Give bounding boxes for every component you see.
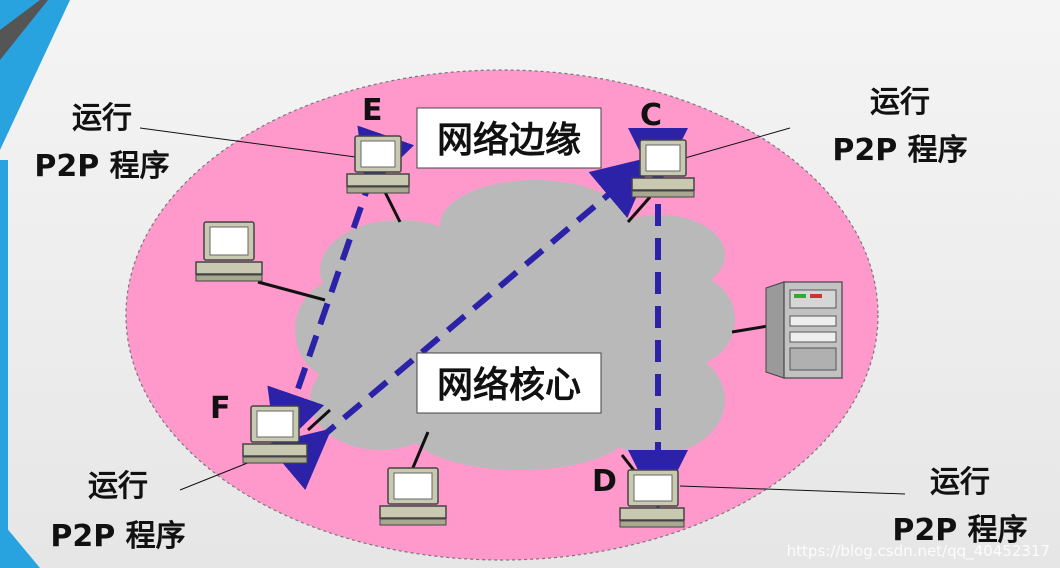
callout-top-right-line1: 运行 <box>870 85 930 120</box>
edge-label-box: 网络边缘 <box>416 107 602 169</box>
leader-top-right <box>684 127 791 159</box>
computer-F-icon[interactable] <box>242 405 308 464</box>
computer-E-icon[interactable] <box>346 135 410 194</box>
node-label-D: D <box>592 464 617 499</box>
node-label-C: C <box>640 98 662 133</box>
callout-top-left-line2: P2P 程序 <box>34 149 169 184</box>
watermark-url: https://blog.csdn.net/qq_40452317 <box>787 542 1050 561</box>
computer-left-icon[interactable] <box>195 221 263 282</box>
callout-top-right-line2: P2P 程序 <box>832 133 967 168</box>
computer-C-icon[interactable] <box>631 139 695 198</box>
edge-label: 网络边缘 <box>437 119 581 161</box>
p2p-arrows <box>266 125 688 510</box>
computer-D-icon[interactable] <box>619 469 685 528</box>
node-label-E: E <box>362 93 383 128</box>
callout-top-left-line1: 运行 <box>72 101 132 136</box>
callout-bottom-left-line2: P2P 程序 <box>50 519 185 554</box>
node-label-F: F <box>210 391 231 426</box>
core-label-box: 网络核心 <box>416 352 602 414</box>
callout-bottom-right-line1: 运行 <box>930 465 990 500</box>
link-server <box>731 324 769 334</box>
core-label: 网络核心 <box>437 364 581 406</box>
leader-bottom-left <box>179 461 251 491</box>
callout-bottom-left-line1: 运行 <box>88 469 148 504</box>
left-stripe-decoration <box>0 0 70 568</box>
server-icon[interactable] <box>765 281 843 379</box>
computer-bottom-icon[interactable] <box>379 467 447 526</box>
callout-bottom-right-line2: P2P 程序 <box>892 513 1027 548</box>
arrow-F-to-C <box>266 156 654 491</box>
leader-bottom-right <box>679 485 906 495</box>
